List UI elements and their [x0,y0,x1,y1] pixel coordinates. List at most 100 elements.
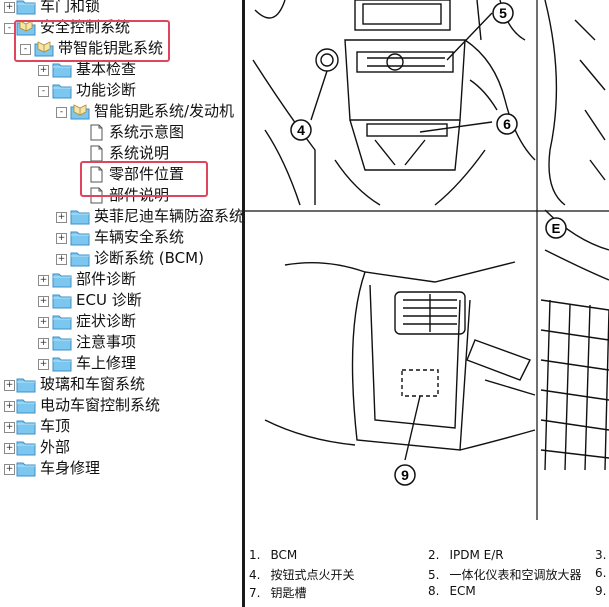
tree-item-label: 系统示意图 [109,123,185,141]
caption-item: 1. BCM [249,548,297,562]
component-location-diagram: 5 4 6 9 E [245,0,609,520]
tree-item[interactable]: - 智能钥匙系统/发动机 [0,101,242,122]
tree-item[interactable]: +症状诊断 [0,311,242,332]
caption-number: 1. [249,548,261,562]
folder-icon [52,61,72,78]
expand-icon[interactable]: + [4,2,15,13]
svg-text:E: E [552,221,561,236]
tree-item[interactable]: +车上修理 [0,353,242,374]
collapse-icon[interactable]: - [20,44,31,55]
tree-item-label: 功能诊断 [76,81,137,99]
svg-text:6: 6 [503,116,511,132]
expand-icon[interactable]: + [56,254,67,265]
tree-item[interactable]: +英菲尼迪车辆防盗系统 [0,206,242,227]
expand-icon[interactable]: + [38,296,49,307]
caption-number: 3. [595,548,607,562]
book-open-icon [34,40,54,57]
document-icon [86,145,106,162]
folder-icon [16,460,36,477]
tree-item-label: 安全控制系统 [40,18,131,36]
caption-number: 7. [249,586,261,600]
caption-item: 8. ECM [428,584,476,598]
folder-icon [52,313,72,330]
tree-item[interactable]: + 电动车窗控制系统 [0,395,242,416]
expand-icon[interactable]: + [4,401,15,412]
tree-item[interactable]: + 车顶 [0,416,242,437]
caption-item: 2.IPDM E/R [428,548,504,562]
tree-item[interactable]: + 外部 [0,437,242,458]
expand-icon[interactable]: + [4,380,15,391]
collapse-icon[interactable]: - [38,86,49,97]
folder-icon [16,439,36,456]
caption-text: BCM [270,548,298,562]
svg-text:5: 5 [499,5,507,21]
tree-item[interactable]: +车辆安全系统 [0,227,242,248]
folder-icon [52,292,72,309]
tree-item[interactable]: +部件诊断 [0,269,242,290]
tree-item-label: 车顶 [40,417,71,435]
document-pane: 5 4 6 9 E 1. BCM 2.IPDM E/R 3. 4. 按钮式点火开关 5.一体… [245,0,609,607]
folder-icon [70,250,90,267]
callout-9: 9 [394,464,416,486]
document-icon [86,124,106,141]
svg-text:9: 9 [401,467,409,483]
caption-item: 9. [595,584,609,598]
folder-icon [16,376,36,393]
tree-item[interactable]: +玻璃和车窗系统 [0,374,242,395]
pane-splitter[interactable] [242,0,245,607]
caption-text: 钥匙槽 [270,586,307,600]
folder-icon [16,0,36,15]
tree-item-label: 外部 [40,438,71,456]
callout-5: 5 [492,2,514,24]
tree-item[interactable]: + 诊断系统 (BCM) [0,248,242,269]
section-label-e: E [545,217,567,239]
expand-icon[interactable]: + [38,317,49,328]
tree-item[interactable]: + 注意事项 [0,332,242,353]
folder-icon [70,208,90,225]
folder-icon [52,271,72,288]
folder-icon [52,82,72,99]
tree-item[interactable]: 系统示意图 [0,122,242,143]
folder-icon [16,418,36,435]
book-open-icon [16,19,36,36]
expand-icon[interactable]: + [38,359,49,370]
tree-item-label: ECU 诊断 [76,291,142,309]
caption-number: 8. [428,584,440,598]
expand-icon[interactable]: + [38,65,49,76]
expand-icon[interactable]: + [4,443,15,454]
expand-icon[interactable]: + [4,422,15,433]
tree-item[interactable]: 系统说明 [0,143,242,164]
expand-icon[interactable]: + [38,338,49,349]
tree-item-label: 诊断系统 (BCM) [94,249,204,267]
collapse-icon[interactable]: - [56,107,67,118]
caption-item: 6. [595,566,609,580]
expand-icon[interactable]: + [4,464,15,475]
caption-number: 4. [249,568,261,582]
expand-icon[interactable]: + [38,275,49,286]
caption-number: 9. [595,584,607,598]
tree-item[interactable]: +车门和锁 [0,0,242,17]
caption-item: 5.一体化仪表和空调放大器 [428,566,581,583]
caption-number: 6. [595,566,607,580]
folder-icon [52,334,72,351]
tree-item[interactable]: -带智能钥匙系统 [0,38,242,59]
tree-item[interactable]: -安全控制系统 [0,17,242,38]
tree-item[interactable]: + 基本检查 [0,59,242,80]
expand-icon[interactable]: + [56,233,67,244]
highlight-box-component-location [80,161,208,197]
tree-item[interactable]: 零部件位置 [0,164,242,185]
tree-item-label: 智能钥匙系统/发动机 [94,102,235,120]
tree-item[interactable]: + ECU 诊断 [0,290,242,311]
expand-icon[interactable]: + [56,212,67,223]
caption-text: 按钮式点火开关 [270,568,355,582]
folder-icon [52,355,72,372]
caption-text: ECM [449,584,476,598]
tree-item[interactable]: +车身修理 [0,458,242,479]
tree-item[interactable]: - 功能诊断 [0,80,242,101]
caption-text: IPDM E/R [449,548,504,562]
caption-item: 7. 钥匙槽 [249,584,306,601]
tree-item-label: 零部件位置 [109,165,185,183]
tree-item-label: 电动车窗控制系统 [40,396,161,414]
tree-item-label: 注意事项 [76,333,137,351]
tree-item-label: 基本检查 [76,60,137,78]
